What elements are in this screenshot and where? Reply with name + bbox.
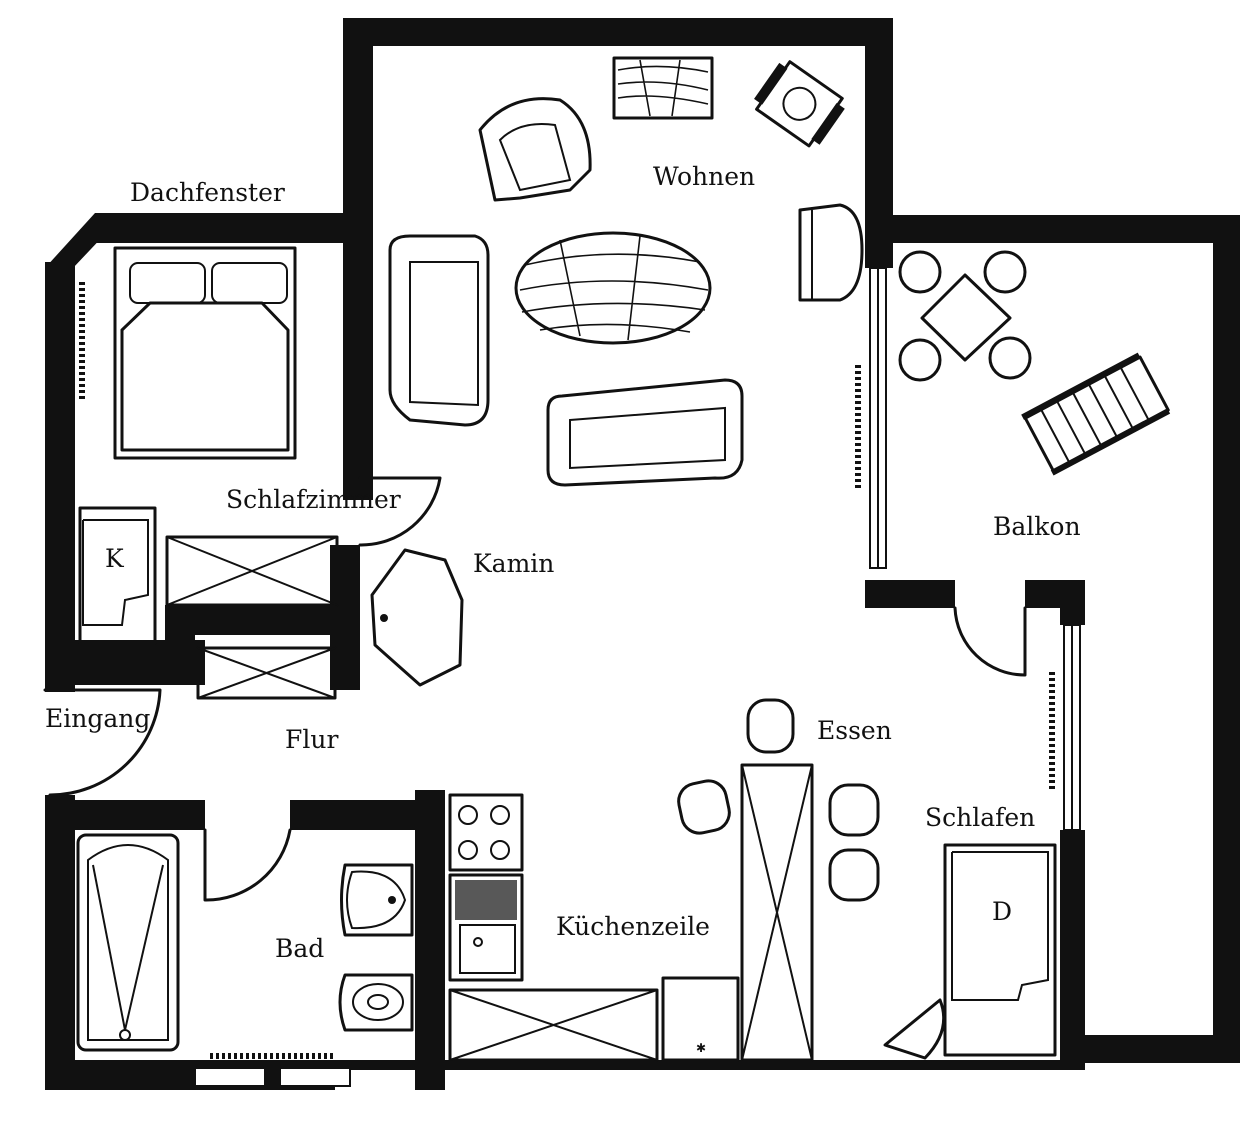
label-bad: Bad [275, 934, 324, 963]
living-furniture [370, 56, 864, 687]
label-schlafzimmer: Schlafzimmer [226, 485, 401, 514]
doors [43, 476, 1027, 902]
label-kuechenzeile: Küchenzeile [556, 912, 710, 941]
walls [45, 18, 1240, 1090]
bedroom-furniture [78, 246, 339, 700]
marker-k: K [105, 544, 125, 573]
label-essen: Essen [817, 716, 892, 745]
kitchen-furniture: ✱ [448, 793, 740, 1062]
label-wohnen: Wohnen [653, 162, 755, 191]
svg-text:✱: ✱ [696, 1041, 706, 1055]
label-dachfenster: Dachfenster [130, 178, 285, 207]
label-eingang: Eingang [45, 704, 150, 733]
label-kamin: Kamin [473, 549, 554, 578]
dining-furniture [677, 698, 1057, 1062]
label-flur: Flur [285, 725, 338, 754]
label-schlafen: Schlafen [925, 803, 1035, 832]
radiators [79, 282, 1055, 1059]
balcony-furniture [898, 250, 1171, 476]
bath-furniture [76, 833, 414, 1052]
windows [194, 267, 1081, 1087]
label-balkon: Balkon [993, 512, 1081, 541]
room-labels: Wohnen Dachfenster Schlafzimmer Kamin Ba… [45, 162, 1081, 963]
marker-d: D [992, 897, 1012, 926]
